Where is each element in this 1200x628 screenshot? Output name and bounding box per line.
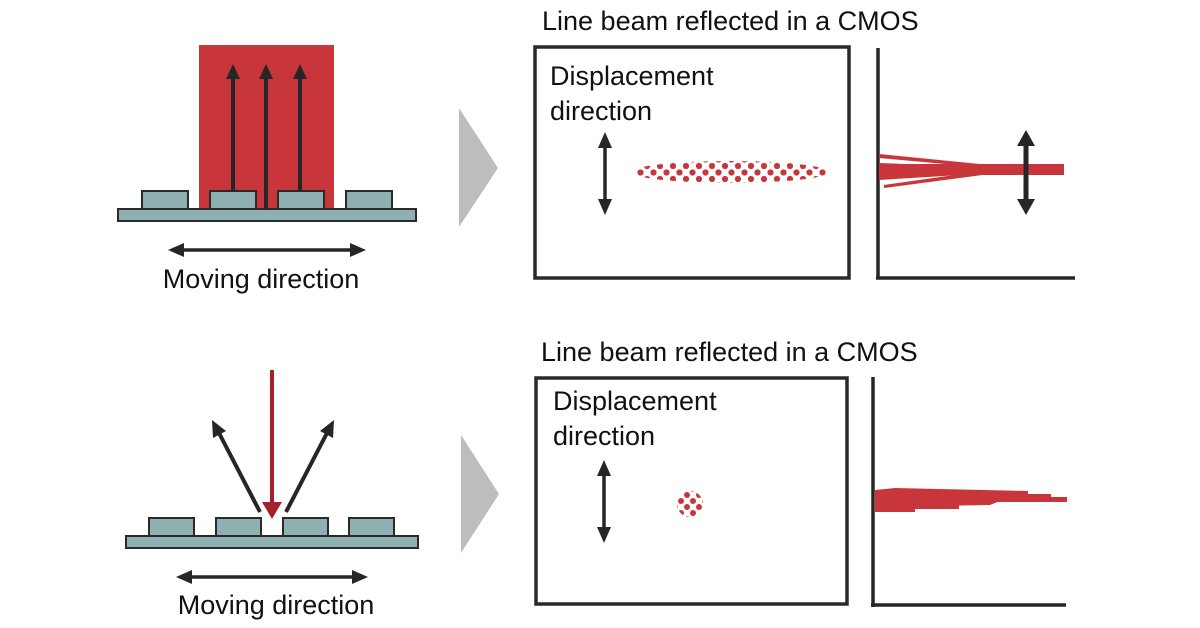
line-beam-spot	[677, 491, 703, 517]
bottom-surface-illustration: Moving direction	[125, 370, 419, 620]
cmos-sensor-frame	[533, 45, 851, 280]
moving-direction-label: Moving direction	[178, 590, 375, 620]
top-surface-illustration: Moving direction	[117, 45, 417, 294]
substrate	[117, 208, 417, 222]
reflection-arrow-icon	[284, 420, 334, 513]
chip	[141, 190, 189, 210]
chip	[215, 517, 262, 537]
chip	[277, 190, 325, 210]
sensor-title: Line beam reflected in a CMOS	[541, 337, 918, 367]
cmos-sensor-frame	[534, 376, 849, 606]
incident-beam-arrow-icon	[262, 370, 282, 519]
chip	[345, 190, 393, 210]
double-arrow-vertical-icon	[597, 460, 611, 543]
displacement-label: direction	[553, 421, 655, 451]
profile-trace	[875, 488, 1067, 512]
sensor-title: Line beam reflected in a CMOS	[542, 6, 919, 36]
double-arrow-horizontal-icon	[168, 243, 366, 257]
reflection-arrow-icon	[226, 64, 240, 191]
chip	[148, 517, 195, 537]
bottom-profile-graph	[871, 377, 1067, 607]
chip	[209, 190, 257, 210]
reflection-arrow-icon	[259, 64, 273, 209]
displacement-label: Displacement	[553, 386, 717, 416]
bottom-panel: Moving direction Line beam reflected in …	[125, 337, 1067, 620]
line-beam-spot	[632, 161, 828, 183]
top-profile-graph	[876, 48, 1075, 280]
chevron-right-icon	[461, 435, 499, 553]
moving-direction-label: Moving direction	[163, 264, 360, 294]
chip	[282, 517, 329, 537]
chevron-right-icon	[459, 108, 498, 227]
double-arrow-vertical-icon	[1017, 130, 1035, 215]
chip	[348, 517, 395, 537]
displacement-label: Displacement	[550, 61, 714, 91]
double-arrow-vertical-icon	[598, 132, 612, 215]
top-panel: Moving direction Line beam reflected in …	[117, 6, 1075, 294]
profile-trace	[879, 154, 1064, 188]
reflection-arrow-icon	[212, 420, 262, 513]
substrate	[125, 535, 419, 549]
displacement-label: direction	[550, 96, 652, 126]
double-arrow-horizontal-icon	[176, 570, 368, 584]
reflection-arrow-icon	[293, 64, 307, 191]
